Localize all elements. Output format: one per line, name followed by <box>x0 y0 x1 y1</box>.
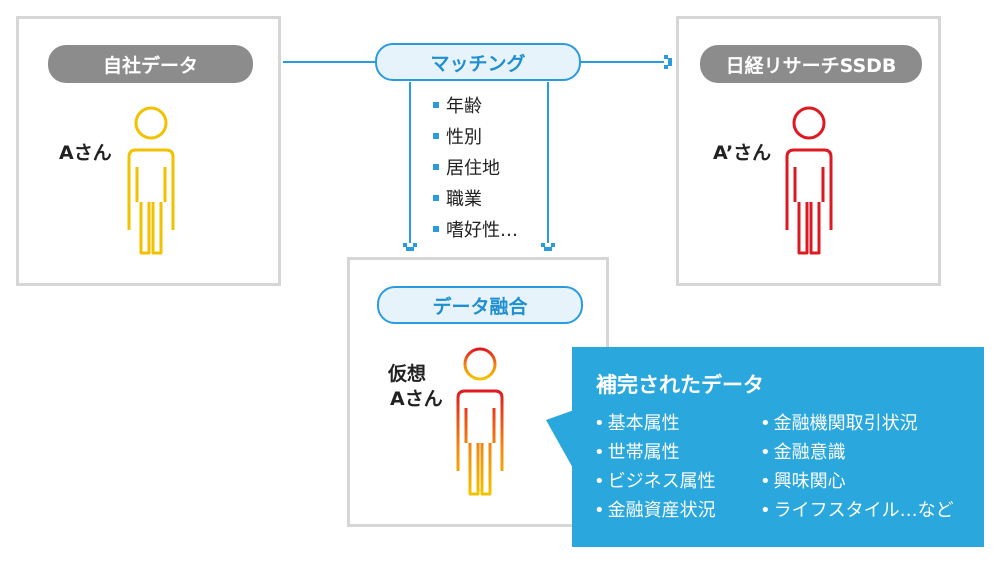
list-item: 金融機関取引状況 <box>760 409 954 438</box>
virtual-person-a-icon <box>456 347 504 496</box>
person-a-prime-label: A’さん <box>713 142 772 164</box>
ssdb-title: 日経リサーチSSDB <box>700 45 922 83</box>
person-a-icon <box>127 106 175 255</box>
list-item: 職業 <box>433 182 518 213</box>
list-item: 居住地 <box>433 151 518 182</box>
list-item: ライフスタイル…など <box>760 496 954 525</box>
ssdb-box: 日経リサーチSSDB A’さん <box>676 16 941 286</box>
callout-column-left: 基本属性 世帯属性 ビジネス属性 金融資産状況 <box>594 409 716 525</box>
data-fusion-box: データ融合 仮想 Aさん <box>347 257 609 527</box>
person-a-prime-icon <box>785 106 833 255</box>
matching-attribute-list: 年齢 性別 居住地 職業 嗜好性… <box>433 89 518 244</box>
arrow-down-right-icon <box>541 243 555 251</box>
person-a-label: Aさん <box>59 142 112 164</box>
complemented-data-callout: 補完されたデータ 基本属性 世帯属性 ビジネス属性 金融資産状況 金融機関取引状… <box>572 347 984 547</box>
list-item: 嗜好性… <box>433 213 518 244</box>
list-item: 性別 <box>433 120 518 151</box>
callout-title: 補完されたデータ <box>596 373 764 397</box>
matching-pill: マッチング <box>375 43 581 81</box>
list-item: 金融意識 <box>760 438 954 467</box>
company-data-box: 自社データ Aさん <box>16 16 281 286</box>
company-data-title: 自社データ <box>48 45 253 83</box>
list-item: 世帯属性 <box>594 438 716 467</box>
callout-column-right: 金融機関取引状況 金融意識 興味関心 ライフスタイル…など <box>760 409 954 525</box>
virtual-person-a-label: 仮想 Aさん <box>388 363 443 410</box>
list-item: ビジネス属性 <box>594 467 716 496</box>
list-item: 基本属性 <box>594 409 716 438</box>
list-item: 興味関心 <box>760 467 954 496</box>
arrow-right-icon <box>664 55 672 69</box>
list-item: 金融資産状況 <box>594 496 716 525</box>
list-item: 年齢 <box>433 89 518 120</box>
arrow-down-left-icon <box>403 243 417 251</box>
data-fusion-title: データ融合 <box>377 286 583 324</box>
